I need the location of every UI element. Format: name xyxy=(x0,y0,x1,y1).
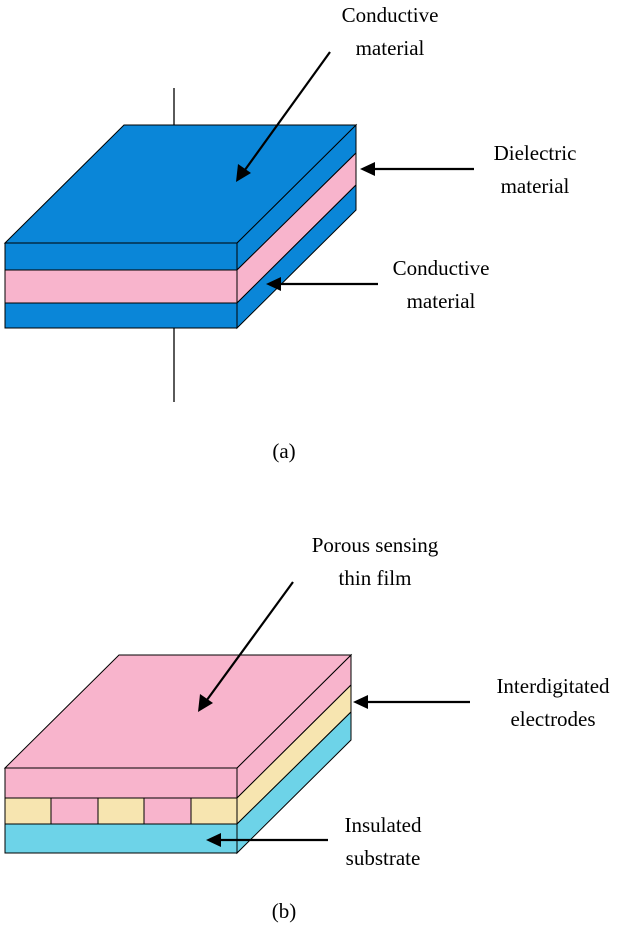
arrow-conductive-top xyxy=(241,51,331,175)
caption-b: (b) xyxy=(272,899,297,923)
label-dielectric-line1: Dielectric xyxy=(494,141,577,165)
label-substrate-line1: Insulated xyxy=(345,813,422,837)
caption-a: (a) xyxy=(272,439,295,463)
label-conductive-bottom-line1: Conductive xyxy=(393,256,490,280)
arrowhead-sensing-film xyxy=(198,694,213,712)
arrowhead-dielectric xyxy=(360,162,375,176)
arrow-sensing-film xyxy=(203,581,294,705)
label-substrate-line2: substrate xyxy=(346,846,421,870)
label-sensing-film-line2: thin film xyxy=(339,566,412,590)
arrowhead-substrate xyxy=(206,833,221,847)
arrowhead-conductive-bottom xyxy=(266,277,281,291)
label-dielectric-line2: material xyxy=(501,174,570,198)
top-conductive-layer xyxy=(4,242,238,271)
dielectric-layer xyxy=(4,269,238,304)
panel-a: Conductive material Dielectric material … xyxy=(3,3,577,463)
label-electrodes-line1: Interdigitated xyxy=(496,674,610,698)
label-conductive-top-line1: Conductive xyxy=(342,3,439,27)
bottom-conductive-layer xyxy=(4,302,238,329)
label-conductive-bottom-line2: material xyxy=(407,289,476,313)
label-conductive-top-line2: material xyxy=(356,36,425,60)
arrowhead-electrodes xyxy=(353,695,368,709)
electrode-finger-2 xyxy=(97,797,145,825)
panel-b: Porous sensing thin film Interdigitated … xyxy=(3,533,610,923)
sensing-film-layer xyxy=(4,767,238,799)
label-sensing-film-line1: Porous sensing xyxy=(312,533,439,557)
electrode-finger-3 xyxy=(190,797,238,825)
insulated-substrate-layer xyxy=(4,823,238,854)
label-electrodes-line2: electrodes xyxy=(510,707,595,731)
arrowhead-conductive-top xyxy=(236,164,251,182)
electrode-finger-1 xyxy=(4,797,52,825)
